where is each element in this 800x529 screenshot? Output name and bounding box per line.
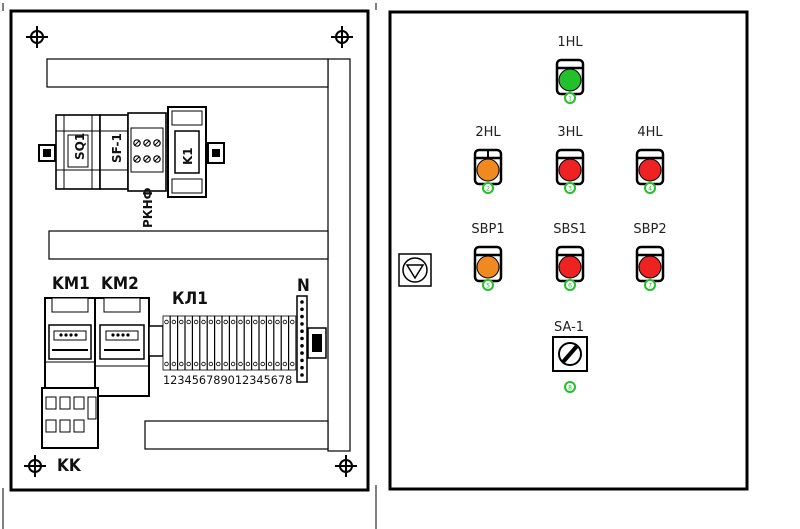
- sa1-label: SA-1: [554, 320, 584, 335]
- vertical-cable-duct: [327, 58, 351, 452]
- indicator-label: 1HL: [557, 35, 583, 50]
- contactor-km2: KM2: [94, 274, 164, 397]
- indicator-sbp2: SBP2 7: [633, 222, 667, 291]
- indicator-2hl: 2HL 2: [473, 125, 503, 194]
- indicator-number: 4: [648, 186, 652, 193]
- indicator-number: 2: [486, 186, 490, 193]
- indicator-1hl: 1HL 1: [555, 35, 585, 104]
- indicator-number: 7: [648, 283, 652, 290]
- indicator-number: 5: [486, 283, 490, 290]
- km1-label: KM1: [52, 274, 90, 294]
- bus-hole: [300, 322, 304, 326]
- terminal: [251, 315, 260, 371]
- breaker-sq1: SQ1: [55, 114, 101, 190]
- cable-duct-bottom: [144, 420, 329, 450]
- terminal: [184, 315, 193, 371]
- indicator-number: 3: [568, 186, 572, 193]
- terminal: [288, 315, 297, 371]
- number-badge: [564, 279, 576, 291]
- bus-hole: [300, 365, 304, 370]
- terminal-numbers: 123456789012345678: [163, 374, 292, 387]
- lamp-icon: [558, 68, 582, 92]
- terminal: [243, 315, 252, 371]
- relay-k1: K1: [167, 106, 207, 198]
- lamp-icon: [476, 255, 500, 279]
- selector-switch-sa1: SA-1 8: [552, 320, 588, 393]
- cable-duct-top: [46, 58, 329, 88]
- lamp-icon: [558, 255, 582, 279]
- bus-hole: [300, 351, 304, 355]
- indicator-sbs1: SBS1 6: [553, 222, 587, 291]
- number-badge: [564, 182, 576, 194]
- number-badge: [482, 279, 494, 291]
- number-badge: [482, 182, 494, 194]
- indicator-label: 2HL: [475, 125, 501, 140]
- bus-hole: [300, 373, 304, 377]
- sq1-label: SQ1: [73, 133, 87, 160]
- lamp-icon: [638, 158, 662, 182]
- indicator-label: SBS1: [553, 222, 586, 237]
- rknf-label: РКНФ: [141, 187, 155, 228]
- sf1-label: SF-1: [110, 133, 124, 163]
- terminal: [206, 315, 215, 371]
- terminal: [221, 315, 230, 371]
- terminal: [169, 315, 178, 371]
- indicator-sbp1: SBP1 5: [471, 222, 505, 291]
- terminal-block-kl1: КЛ1 123456789012345678 N: [162, 276, 327, 387]
- contactor-km1: KM1: [44, 274, 96, 389]
- number-badge: [644, 279, 656, 291]
- bus-hole: [300, 300, 304, 304]
- indicator-label: SBP1: [471, 222, 504, 237]
- indicator-label: 4HL: [637, 125, 663, 140]
- bus-hole: [300, 344, 304, 348]
- number-badge: [564, 92, 576, 104]
- lamp-icon: [638, 255, 662, 279]
- sa1-number: 8: [568, 385, 572, 392]
- lamp-icon: [558, 158, 582, 182]
- emergency-symbol-icon: [398, 253, 432, 287]
- bus-hole: [300, 307, 304, 312]
- bus-hole: [300, 336, 304, 341]
- n-label: N: [297, 276, 310, 296]
- cable-duct-middle: [48, 230, 329, 260]
- indicator-label: 3HL: [557, 125, 583, 140]
- left-panel: SQ1 SF-1 РКНФ: [2, 3, 377, 529]
- breaker-sf1: SF-1: [99, 114, 129, 190]
- indicator-3hl: 3HL 3: [555, 125, 585, 194]
- k1-label: K1: [181, 147, 195, 165]
- kk-label: KK: [57, 456, 82, 476]
- indicator-label: SBP2: [633, 222, 666, 237]
- bus-hole: [300, 314, 304, 319]
- bus-hole: [300, 329, 304, 334]
- number-badge: [644, 182, 656, 194]
- thermal-relay-kk: KK: [41, 387, 99, 476]
- km2-label: KM2: [101, 274, 139, 294]
- kl1-label: КЛ1: [172, 289, 208, 309]
- number-badge: [564, 381, 576, 393]
- indicator-number: 6: [568, 283, 572, 290]
- lamp-icon: [476, 158, 500, 182]
- phase-relay-rknf: РКНФ: [127, 112, 167, 228]
- indicator-number: 1: [568, 96, 572, 103]
- indicator-4hl: 4HL 4: [635, 125, 665, 194]
- bus-hole: [300, 358, 304, 363]
